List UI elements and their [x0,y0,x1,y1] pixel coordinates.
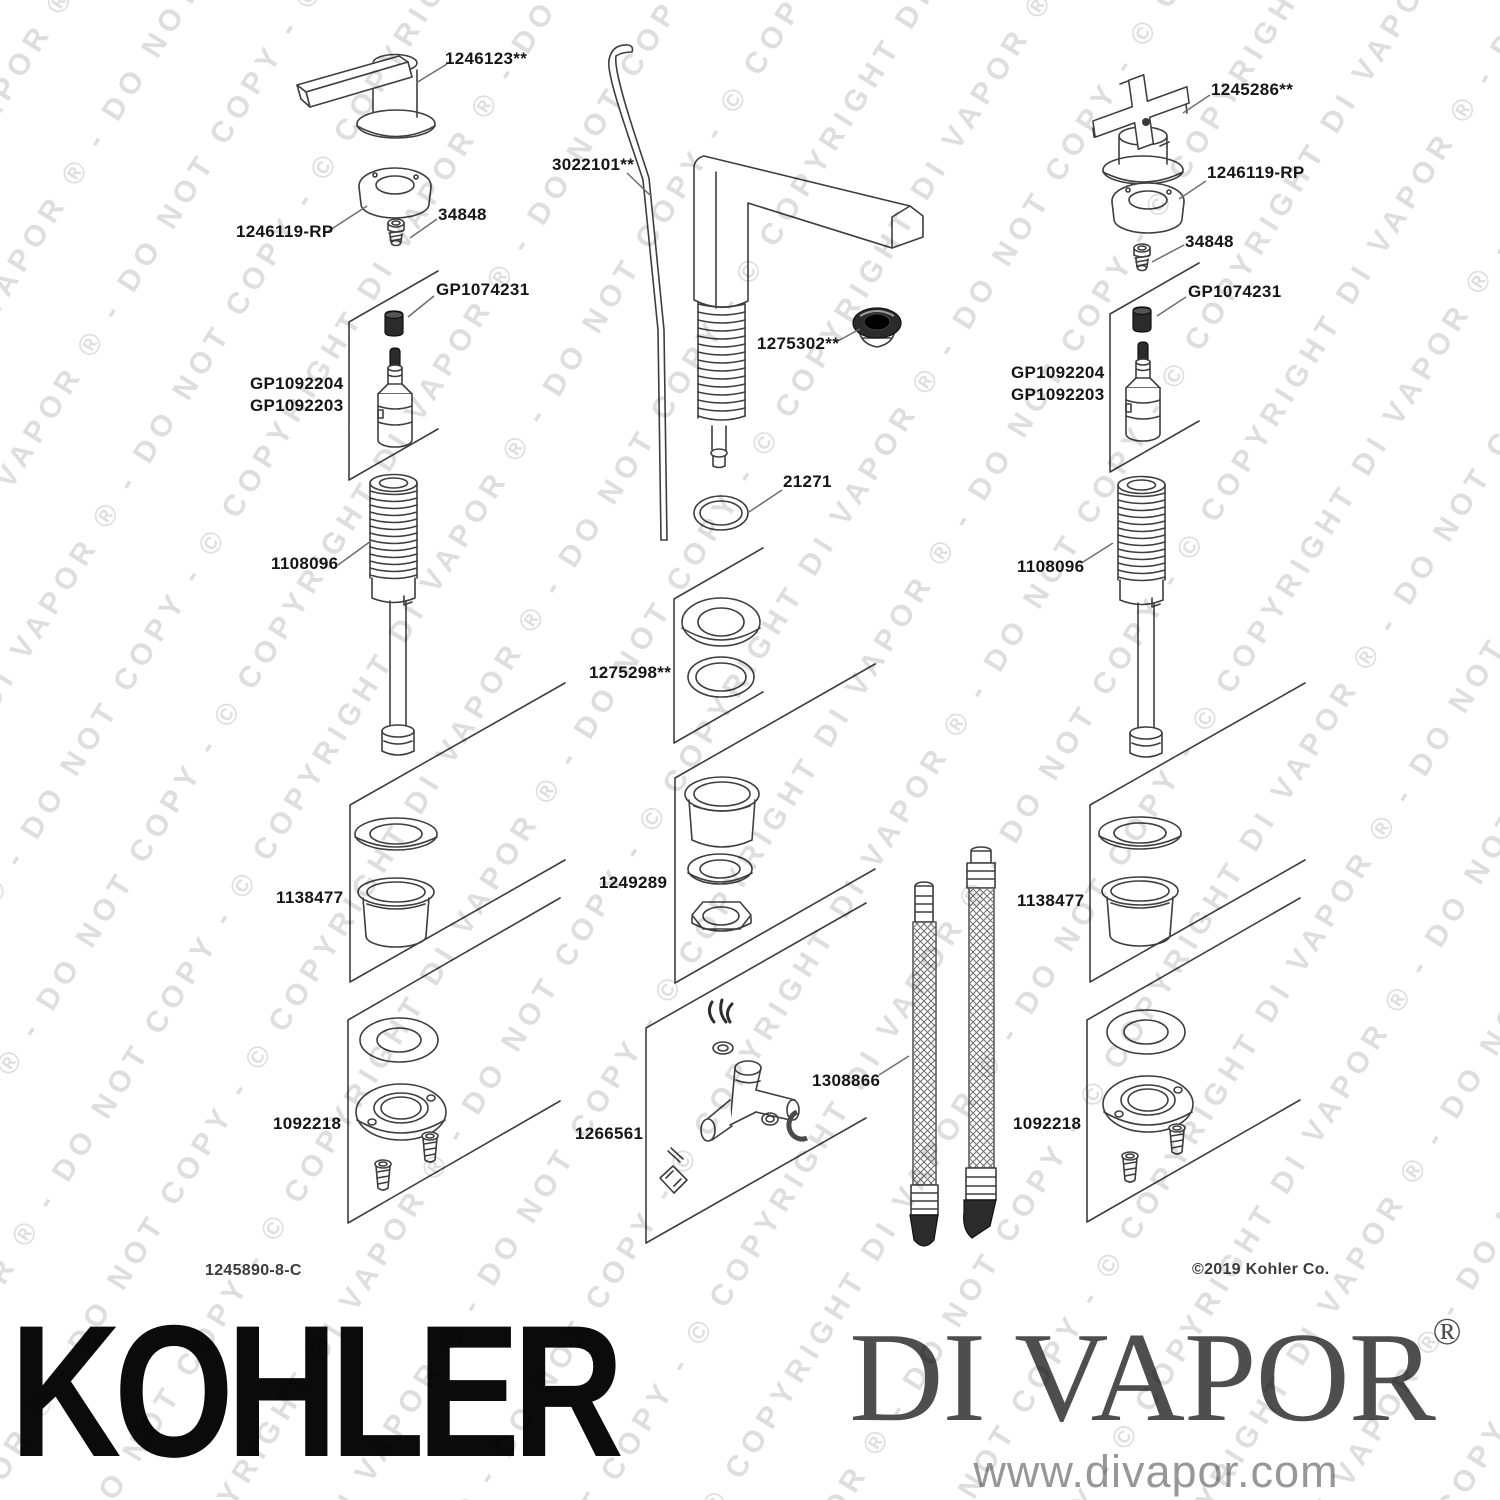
washer-cup-box-right [1089,682,1306,983]
divapor-logo: DI VAPOR [848,1306,1436,1448]
spout-mounting-drawing [674,663,876,984]
lever-handle-drawing [296,53,436,139]
valve-box-right-drawing [1109,262,1200,473]
part-label-3022101: 3022101** [552,155,635,174]
part-label-1092218-left: 1092218 [273,1114,342,1133]
bonnet-right-drawing [1132,306,1152,333]
tee-assembly-drawing [645,902,867,1244]
part-label-1308866: 1308866 [812,1071,881,1090]
part-label-1092218-right: 1092218 [1013,1114,1082,1133]
part-label-1249289: 1249289 [599,873,668,892]
part-label-21271: 21271 [783,472,832,491]
bonnet-left-drawing [384,310,404,337]
part-label-gp1074231-left: GP1074231 [436,280,530,299]
base-box-right [1086,897,1301,1223]
washer-cup-box-left [349,682,566,983]
part-label-1246119-rp-right: 1246119-RP [1207,163,1305,182]
part-label-gp1092203-left: GP1092203 [250,396,344,415]
set-screw-right-drawing [1133,243,1151,272]
shank-right-drawing [1117,475,1166,758]
part-label-1275298: 1275298** [589,663,672,682]
divapor-website: www.divapor.com [973,1446,1339,1497]
part-label-1266561: 1266561 [575,1124,644,1143]
part-label-gp1074231-right: GP1074231 [1188,282,1282,301]
handle-flange-right-drawing [1111,182,1185,234]
part-label-gp1092204-right: GP1092204 [1011,363,1105,382]
cartridge-left-drawing [377,347,413,448]
base-plate-left-drawing [356,1018,446,1190]
aerator-drawing [852,307,902,348]
kohler-logo: KOHLER [10,1286,624,1496]
spout-drawing [693,155,924,469]
base-box-left [347,897,561,1224]
part-label-1245286: 1245286** [1211,80,1294,99]
part-label-1246123: 1246123** [445,49,528,68]
washer-cup-right-drawing [1098,816,1182,947]
divapor-logo-block: DI VAPOR® www.divapor.com [836,1306,1476,1498]
washer-cup-left-drawing [354,817,438,948]
shank-left-drawing [369,473,418,756]
part-label-1246119-rp-left: 1246119-RP [236,222,334,241]
lift-rod-drawing [607,44,668,541]
part-label-1275302: 1275302** [757,334,840,353]
cartridge-right-drawing [1125,341,1161,442]
valve-box-left-drawing [348,270,439,481]
o-ring-drawing [693,495,749,531]
kohler-copyright: ©2019 Kohler Co. [1192,1261,1330,1278]
supply-hoses-drawing [909,846,997,1247]
diagram-line-art [296,44,1306,1247]
divapor-registered-mark: ® [1432,1311,1462,1353]
spout-gaskets-drawing [673,547,764,744]
part-label-34848-right: 34848 [1185,232,1234,251]
set-screw-left-drawing [387,218,405,247]
part-label-1108096-left: 1108096 [271,554,339,573]
part-label-34848-left: 34848 [438,205,487,224]
drawing-number: 1245890-8-C [205,1262,302,1279]
leader-lines [326,63,1211,1076]
part-label-1138477-right: 1138477 [1017,891,1085,910]
part-label-gp1092204-left: GP1092204 [250,374,344,393]
cross-handle-drawing [1092,73,1190,185]
handle-flange-left-drawing [358,167,432,219]
base-plate-right-drawing [1103,1010,1193,1182]
part-label-1108096-right: 1108096 [1017,557,1085,576]
part-label-gp1092203-right: GP1092203 [1011,385,1105,404]
part-label-1138477-left: 1138477 [276,888,344,907]
